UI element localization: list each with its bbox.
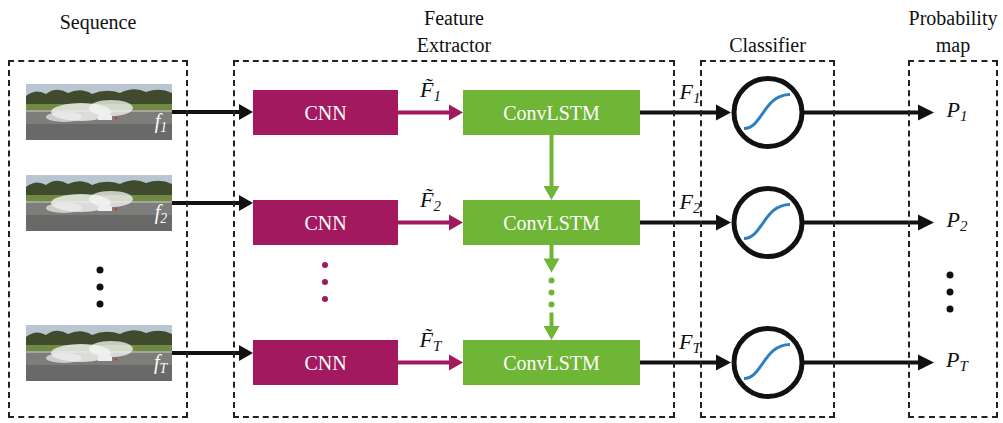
frame-label: f1 xyxy=(155,110,167,139)
cnn-block: CNN xyxy=(253,340,398,385)
signal-label: PT xyxy=(946,346,968,378)
panel-heading: Feature Extractor xyxy=(417,5,491,59)
ellipsis-dots xyxy=(322,262,328,302)
convlstm-block: ConvLSTM xyxy=(463,90,640,135)
block-label: ConvLSTM xyxy=(503,101,600,125)
frame-picture xyxy=(26,84,172,140)
arrow-heads xyxy=(716,105,934,371)
block-label: CNN xyxy=(304,211,346,235)
block-label: CNN xyxy=(304,101,346,125)
sigmoid-classifier xyxy=(734,79,802,397)
video-frame: f2 xyxy=(26,175,172,231)
feature-arrows xyxy=(640,113,919,363)
cnn-block: CNN xyxy=(253,200,398,245)
frame-picture xyxy=(26,175,172,231)
video-frame: f1 xyxy=(26,84,172,140)
cnn-block: CNN xyxy=(253,90,398,135)
panel-heading: Probability map xyxy=(909,5,998,59)
frame-label: fT xyxy=(154,351,167,380)
connector xyxy=(172,195,253,211)
signal-label: F2 xyxy=(680,189,701,221)
signal-label: P1 xyxy=(947,96,968,128)
connector xyxy=(172,104,253,120)
frame-label: f2 xyxy=(155,201,167,230)
signal-label: P2 xyxy=(947,206,968,238)
edge-label: F̃1 xyxy=(418,76,443,108)
edge-label: F̃T xyxy=(418,326,444,358)
panel-heading: Sequence xyxy=(60,9,137,36)
sequence-panel: Sequencef1f2fT xyxy=(8,60,188,418)
ellipsis-dots xyxy=(97,267,954,313)
connector xyxy=(544,245,560,340)
connector xyxy=(172,345,253,361)
panel-heading: Classifier xyxy=(729,32,806,59)
block-label: CNN xyxy=(304,351,346,375)
connector xyxy=(544,135,560,200)
signal-label: F1 xyxy=(680,79,701,111)
block-label: ConvLSTM xyxy=(503,211,600,235)
edge-label: F̃2 xyxy=(418,186,443,218)
feature-extractor-panel: Feature ExtractorCNNCNNCNNConvLSTMConvLS… xyxy=(233,60,675,418)
block-label: ConvLSTM xyxy=(503,351,600,375)
video-frame: fT xyxy=(26,325,172,381)
signal-label: FT xyxy=(679,329,701,361)
convlstm-block: ConvLSTM xyxy=(463,200,640,245)
convlstm-block: ConvLSTM xyxy=(463,340,640,385)
frame-picture xyxy=(26,325,172,381)
classifier-panel: Classifier xyxy=(700,60,835,418)
